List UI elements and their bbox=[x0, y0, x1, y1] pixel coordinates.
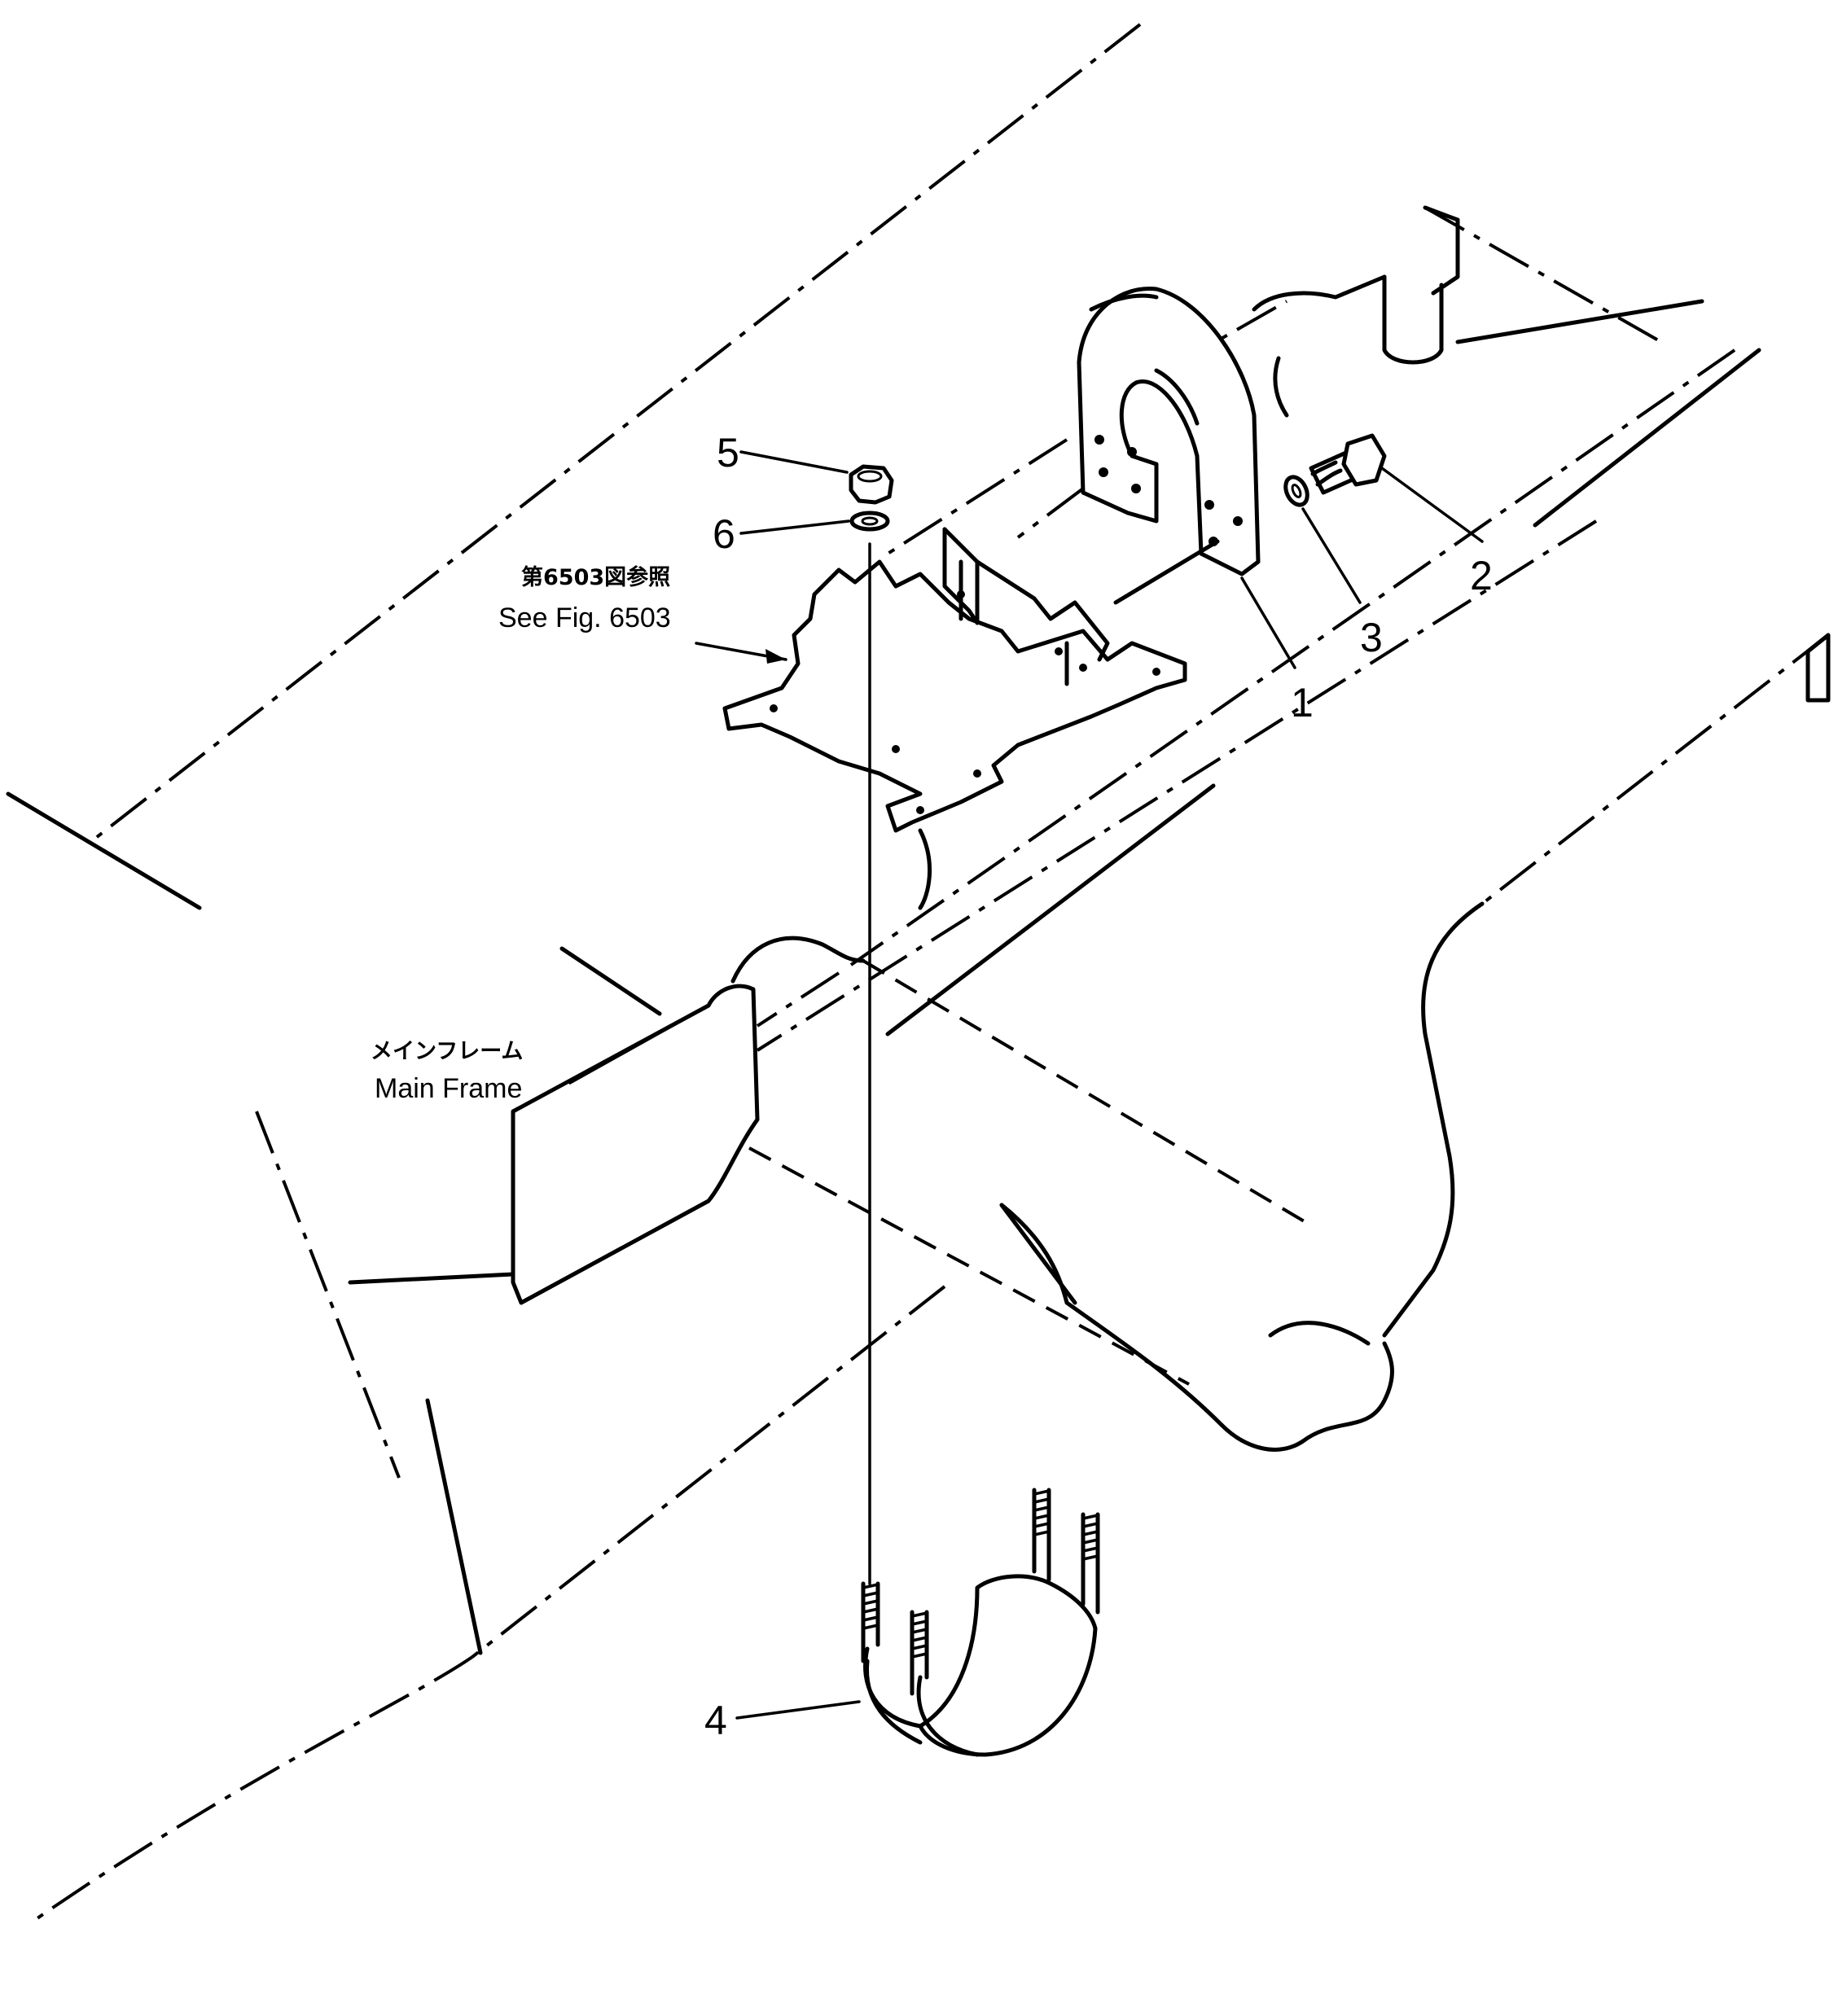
callout-1: 1 bbox=[1291, 680, 1314, 725]
u-bolt-strap-part-4 bbox=[861, 1488, 1100, 1757]
washer-part-6 bbox=[849, 511, 890, 532]
callout-2: 2 bbox=[1470, 553, 1493, 598]
callout-3: 3 bbox=[1360, 615, 1383, 660]
leader-lines bbox=[568, 450, 1484, 1720]
see-fig-label: See Fig. 6503 bbox=[498, 603, 671, 633]
u-bracket-part-1 bbox=[1016, 286, 1261, 605]
washer-part-3 bbox=[1283, 475, 1309, 507]
callout-4: 4 bbox=[704, 1698, 727, 1743]
callout-6: 6 bbox=[713, 511, 735, 557]
main-frame-label: Main Frame bbox=[375, 1073, 522, 1104]
mounting-bracket bbox=[722, 527, 1187, 833]
main-frame-label-jp: メインフレーム bbox=[371, 1039, 523, 1064]
nut-part-5 bbox=[849, 464, 894, 505]
main-frame-outline bbox=[6, 23, 1831, 1923]
bolt-part-2 bbox=[1309, 433, 1387, 495]
callout-5: 5 bbox=[717, 430, 739, 476]
see-fig-label-jp: 第6503図参照 bbox=[521, 564, 670, 590]
